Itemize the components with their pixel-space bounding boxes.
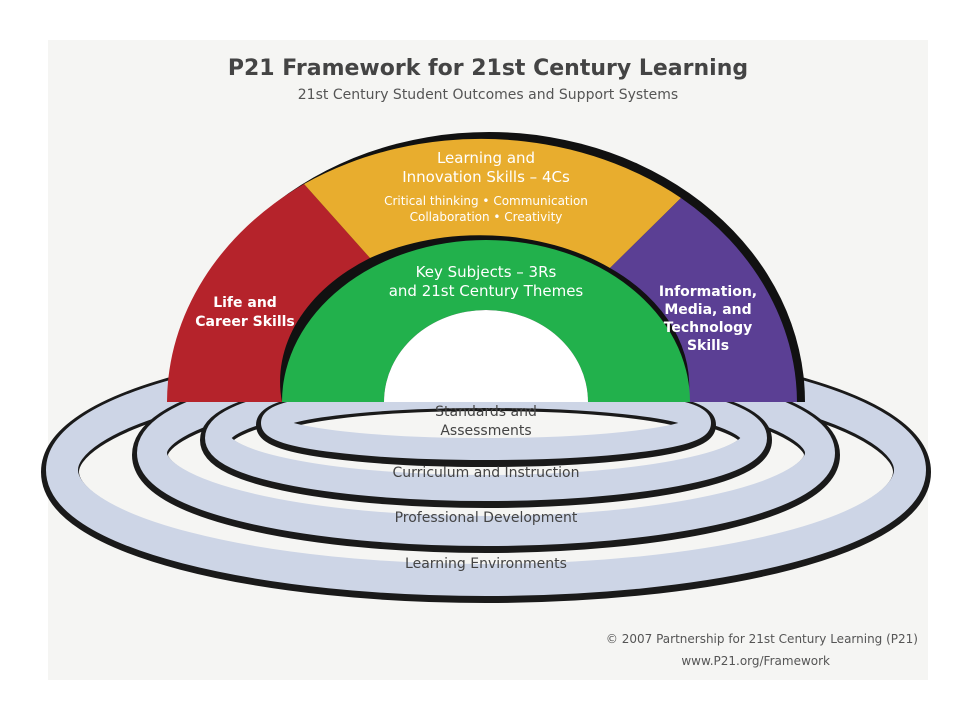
- info-media-tech-line-2: Media, and: [664, 302, 751, 318]
- band-key-subjects: [282, 240, 690, 402]
- rainbow-center: [384, 310, 588, 402]
- learning-innovation-detail-1: Critical thinking • Communication: [384, 194, 588, 208]
- learning-innovation-title-2: Innovation Skills – 4Cs: [402, 168, 570, 186]
- sector-info-media-tech: [610, 198, 797, 402]
- diagram-title: P21 Framework for 21st Century Learning: [228, 56, 748, 81]
- diagram-subtitle: 21st Century Student Outcomes and Suppor…: [298, 87, 678, 103]
- learning-innovation-detail-2: Collaboration • Creativity: [410, 210, 563, 224]
- sector-learning-innovation: [304, 138, 681, 268]
- standards-assessments-line-1: Standards and: [435, 404, 537, 420]
- learning-innovation-title-1: Learning and: [437, 149, 535, 167]
- framework-url: www.P21.org/Framework: [681, 654, 830, 668]
- info-media-tech-line-3: Technology: [664, 320, 753, 336]
- info-media-tech-line-4: Skills: [687, 338, 729, 354]
- curriculum-instruction-label: Curriculum and Instruction: [393, 465, 580, 481]
- copyright-text: © 2007 Partnership for 21st Century Lear…: [606, 632, 918, 646]
- professional-development-label: Professional Development: [395, 510, 578, 526]
- key-subjects-line-2: and 21st Century Themes: [389, 282, 584, 300]
- life-career-line-1: Life and: [213, 295, 277, 311]
- standards-assessments-line-2: Assessments: [440, 423, 531, 439]
- outcomes-rainbow: [167, 132, 805, 402]
- key-subjects-line-1: Key Subjects – 3Rs: [416, 263, 557, 281]
- sector-life-career: [167, 184, 370, 402]
- learning-environments-label: Learning Environments: [405, 556, 567, 572]
- info-media-tech-line-1: Information,: [659, 284, 757, 300]
- life-career-line-2: Career Skills: [195, 314, 295, 330]
